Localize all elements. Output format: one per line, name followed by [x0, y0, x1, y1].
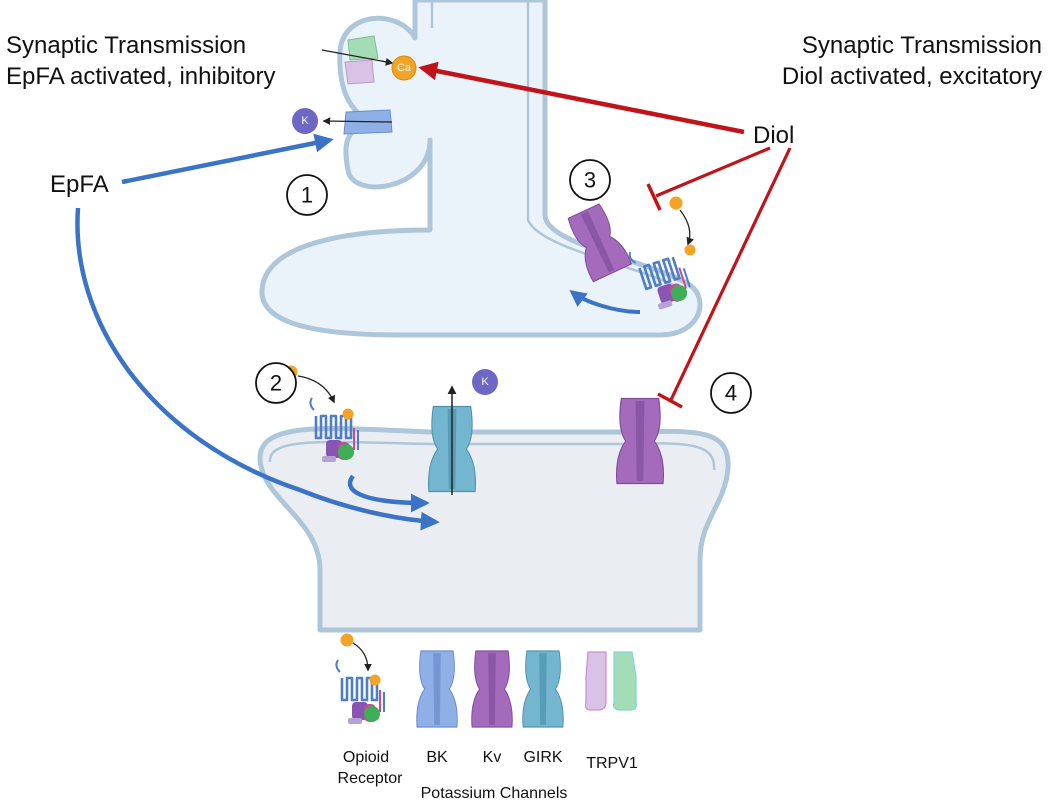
svg-text:4: 4: [725, 381, 737, 406]
legend-kv-icon: [471, 650, 513, 728]
diol-inhibit-presynaptic: [646, 146, 771, 211]
svg-text:Ca: Ca: [397, 62, 412, 74]
diol-to-trpv1-arrow: [418, 61, 745, 135]
legend-girk-label: GIRK: [523, 749, 562, 766]
step-1-marker: 1: [286, 174, 328, 216]
svg-text:2: 2: [270, 371, 282, 396]
svg-text:3: 3: [584, 168, 596, 193]
potassium-ion-presynaptic: K: [292, 108, 318, 134]
step-2-marker: 2: [255, 362, 297, 404]
legend-potassium-channels-label: Potassium Channels: [421, 785, 568, 802]
gprotein-to-kv-arrow: [569, 289, 641, 314]
bk-channel-presynaptic: [322, 109, 393, 135]
legend-trpv1-label: TRPV1: [586, 755, 638, 772]
left-header-subtitle: EpFA activated, inhibitory: [6, 63, 275, 90]
legend-trpv1-icon: [584, 651, 637, 711]
epfa-label: EpFA: [50, 171, 109, 198]
right-header-subtitle: Diol activated, excitatory: [782, 63, 1042, 90]
epfa-to-bk-arrow: [121, 133, 334, 185]
legend-girk-icon: [522, 650, 564, 728]
legend-opioid-receptor-icon: [335, 658, 386, 726]
svg-text:1: 1: [301, 183, 313, 208]
legend-kv-label: Kv: [483, 749, 502, 766]
right-header-title: Synaptic Transmission: [802, 32, 1042, 59]
gprotein-to-girk-arrow: [347, 474, 430, 513]
legend-ligand-icon: [340, 633, 354, 647]
postsynaptic-terminal: [257, 426, 731, 633]
diol-label: Diol: [753, 122, 794, 149]
legend-bk-icon: [416, 650, 458, 728]
legend-bk-label: BK: [426, 749, 448, 766]
epfa-to-girk-arrow: [75, 207, 440, 531]
opioid-ligand-postsynaptic: [284, 365, 354, 420]
legend-opioid-label-1: Opioid: [343, 749, 389, 766]
step-3-marker: 3: [569, 159, 611, 201]
legend: Opioid Receptor BK Kv GIRK TRPV1 Potassi…: [335, 633, 638, 802]
svg-text:K: K: [481, 376, 489, 388]
diol-inhibit-postsynaptic: [657, 147, 792, 409]
trpv1-channel-presynaptic: [321, 35, 394, 85]
opioid-ligand-presynaptic: [669, 196, 696, 256]
presynaptic-terminal: [259, 0, 703, 338]
potassium-ion-postsynaptic: K: [472, 369, 498, 395]
left-header-title: Synaptic Transmission: [6, 32, 246, 59]
legend-opioid-label-2: Receptor: [338, 770, 404, 787]
calcium-ion: Ca: [391, 55, 417, 81]
svg-text:K: K: [301, 115, 309, 127]
step-4-marker: 4: [710, 372, 752, 414]
